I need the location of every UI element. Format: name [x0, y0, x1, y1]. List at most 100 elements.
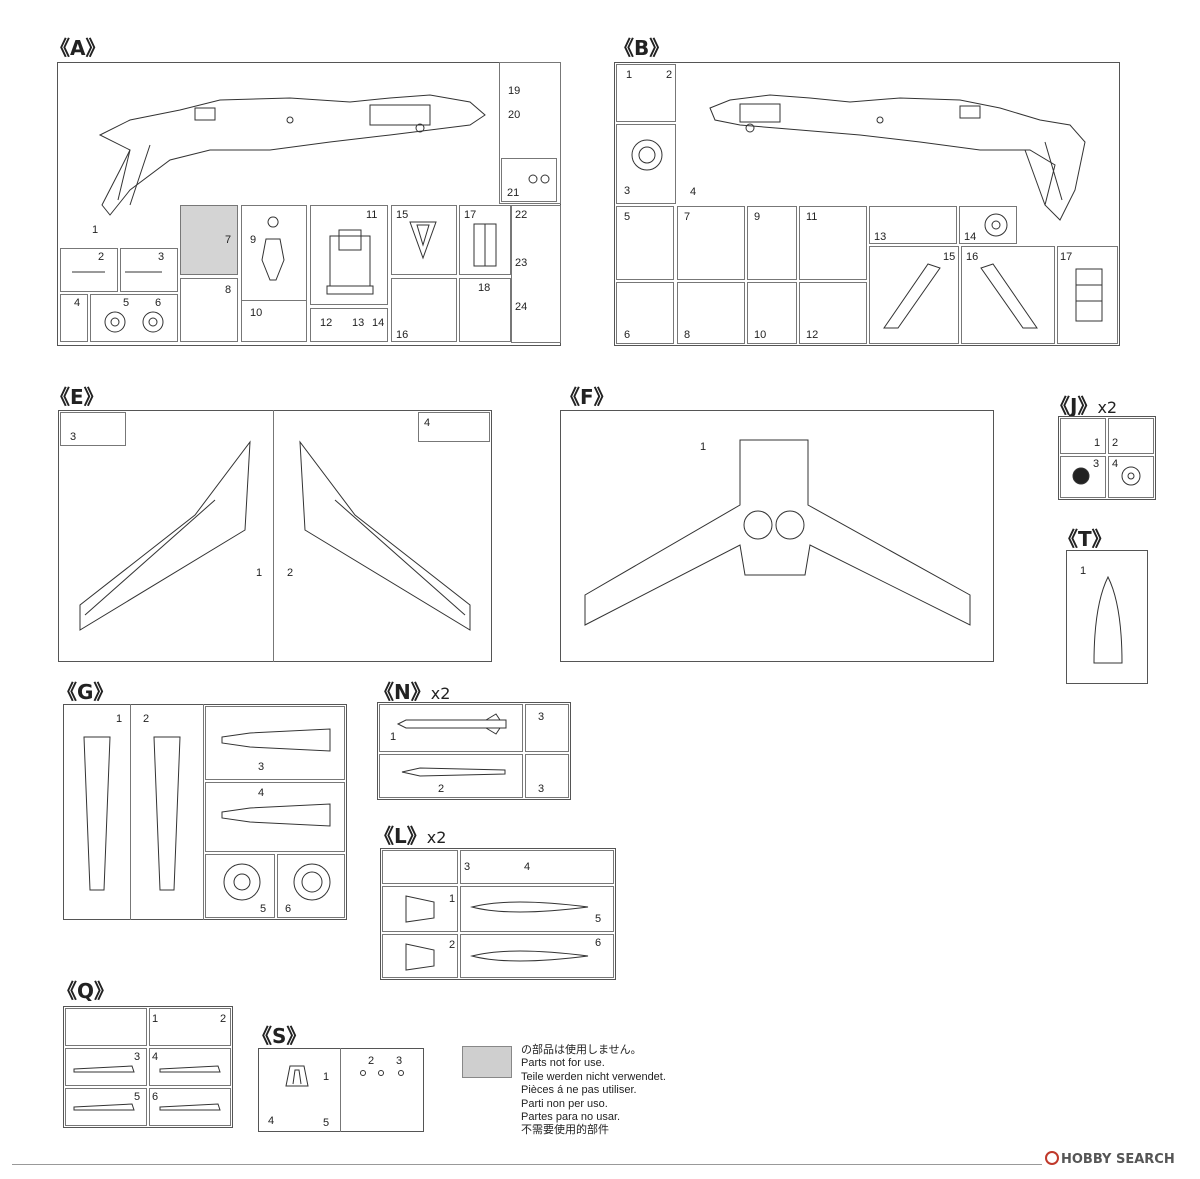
canopy-part [409, 221, 437, 260]
part-number: 1 [92, 224, 99, 236]
part-number: 6 [285, 903, 292, 915]
sprue-b-cell-16 [961, 246, 1055, 344]
part-number: 11 [366, 209, 378, 221]
sprue-f-frame [560, 410, 994, 662]
part-number: 10 [250, 307, 263, 319]
watermark: HOBBY SEARCH [1045, 1151, 1175, 1167]
part-number: 2 [449, 939, 456, 951]
sprue-a-cell-4 [60, 294, 88, 342]
sprue-j-cell-2 [1108, 418, 1154, 454]
part-number: 1 [152, 1013, 159, 1025]
sheet-j-title: 《J》x2 [1050, 394, 1118, 418]
part-number: 3 [158, 251, 165, 263]
sprue-j-cell-1 [1060, 418, 1106, 454]
part-number: 5 [134, 1091, 141, 1103]
fuel-tank-part [470, 901, 589, 913]
sprue-b-cell-7 [677, 206, 745, 280]
part-number: 2 [287, 567, 294, 579]
stabilizer-part [883, 263, 941, 329]
part-number: 21 [507, 187, 520, 199]
gear-bay-part [473, 223, 497, 267]
part-number: 15 [396, 209, 409, 221]
sprue-q-cell-empty [65, 1008, 147, 1046]
sprue-l-cell-3-4 [460, 850, 614, 884]
part-number: 3 [464, 861, 471, 873]
part-number: 4 [524, 861, 531, 873]
part-number: 15 [943, 251, 956, 263]
sheet-f-title: 《F》 [560, 385, 614, 409]
sprue-b-cell-8 [677, 282, 745, 344]
sheet-s-title: 《S》 [252, 1024, 307, 1048]
part-number: 24 [515, 301, 528, 313]
sprue-b-cell-10 [747, 282, 797, 344]
part-number: 1 [256, 567, 263, 579]
part-number: 3 [538, 783, 545, 795]
small-round-parts [528, 174, 550, 184]
part-number: 9 [754, 211, 761, 223]
part-number: 5 [624, 211, 631, 223]
part-number: 18 [478, 282, 491, 294]
sheet-n-title: 《N》x2 [374, 680, 451, 704]
part-number: 2 [220, 1013, 227, 1025]
part-number: 10 [754, 329, 767, 341]
round-part [984, 213, 1008, 237]
hobby-search-logo-icon [1045, 1151, 1059, 1165]
part-number: 13 [352, 317, 365, 329]
part-number: 23 [515, 257, 528, 269]
sheet-b-title: 《B》 [614, 36, 670, 60]
sprue-b-cell-1-2 [616, 64, 676, 122]
part-number: 4 [74, 297, 81, 309]
missile-part [396, 713, 507, 735]
sprue-s-divider [340, 1048, 341, 1132]
legend-line: の部品は使用しません。 [521, 1044, 642, 1056]
small-round-parts [360, 1070, 404, 1076]
unused-parts-swatch [462, 1046, 512, 1078]
part-number: 9 [250, 234, 257, 246]
part-number: 5 [260, 903, 267, 915]
rail-part [73, 1103, 135, 1111]
part-number: 16 [966, 251, 979, 263]
sprue-e-divider [273, 410, 274, 662]
part-number: 11 [806, 211, 818, 223]
fuselage-right-half-part [709, 94, 1086, 221]
part-number: 5 [323, 1117, 330, 1129]
part-number: 22 [515, 209, 528, 221]
legend-line: Teile werden nicht verwendet. [521, 1070, 666, 1083]
part-number: 2 [666, 69, 673, 81]
sprue-a-cell-16 [391, 278, 457, 342]
part-number: 3 [1093, 458, 1100, 470]
wheel-parts [104, 311, 164, 333]
sprue-n-cell-2 [379, 754, 523, 798]
part-number: 1 [700, 441, 707, 453]
wheels-cell [90, 294, 178, 342]
wing-right-part [299, 440, 471, 631]
ejection-seat-part [326, 229, 374, 295]
sprue-n-cell-3a [525, 704, 569, 752]
part-number: 17 [464, 209, 477, 221]
part-number: 2 [143, 713, 150, 725]
part-number: 2 [438, 783, 445, 795]
part-number: 14 [372, 317, 385, 329]
unused-part-cell [180, 205, 238, 275]
part-number: 3 [134, 1051, 141, 1063]
fin-part [405, 943, 435, 971]
sprue-b-cell-6 [616, 282, 674, 344]
sprue-a-cell-10 [241, 300, 307, 342]
pilot-figure-part [261, 216, 285, 281]
part-number: 1 [116, 713, 123, 725]
part-number: 12 [806, 329, 819, 341]
part-number: 4 [690, 186, 697, 198]
part-number: 3 [70, 431, 77, 443]
legend-line: Pièces á ne pas utiliser. [521, 1084, 637, 1097]
part-number: 12 [320, 317, 333, 329]
sprue-g-cell-3 [205, 706, 345, 780]
part-number: 5 [595, 913, 602, 925]
sheet-a-title: 《A》 [50, 36, 106, 60]
sprue-q-cell-6 [149, 1088, 231, 1126]
sheet-l-title: 《L》x2 [374, 824, 447, 848]
legend-line: 不需要使用的部件 [521, 1124, 609, 1137]
part-number: 4 [268, 1115, 275, 1127]
sheet-q-title: 《Q》 [57, 979, 115, 1003]
part-number: 2 [98, 251, 105, 263]
small-strut-parts [72, 271, 162, 273]
